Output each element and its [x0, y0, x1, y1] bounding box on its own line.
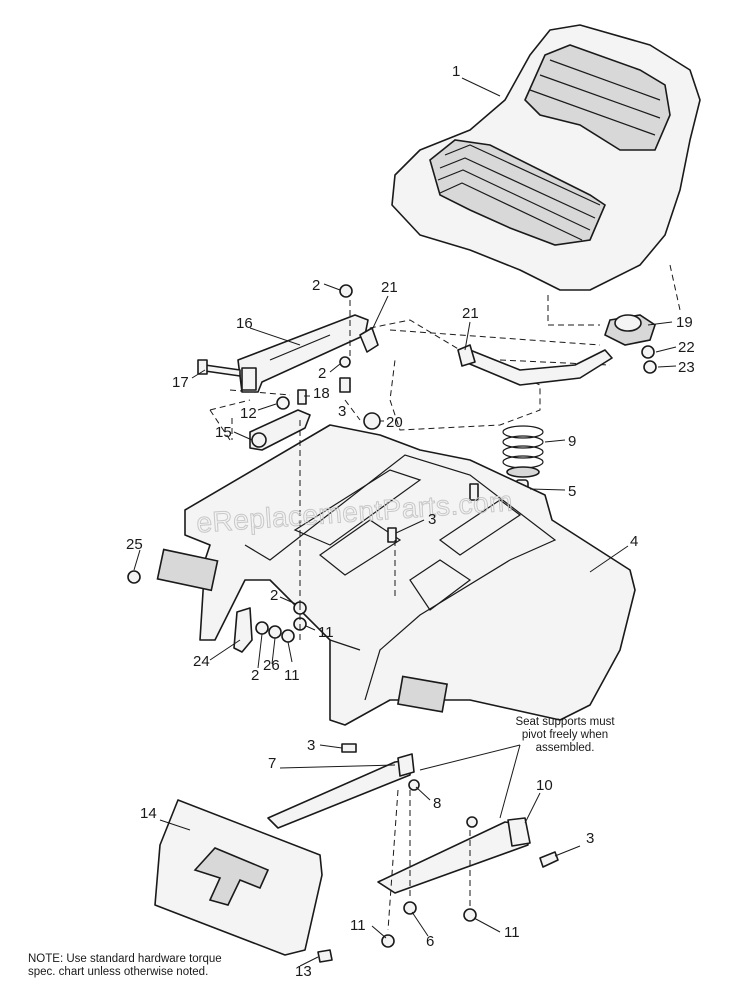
leader-lines: [133, 77, 677, 967]
nut-2-bracket: [255, 621, 269, 635]
washer-22: [641, 345, 655, 359]
callout-11: 11: [350, 917, 366, 934]
nut-11-bottom-right: [463, 908, 477, 922]
bolt-3-support: [539, 851, 559, 868]
nut-12: [276, 396, 290, 410]
callout-22: 22: [678, 339, 695, 356]
seat-support-left: [267, 753, 415, 829]
callout-19: 19: [676, 314, 693, 331]
latch-24: [233, 607, 253, 653]
callout-5: 5: [568, 483, 576, 500]
callout-21: 21: [462, 305, 479, 322]
washer-26: [268, 625, 282, 639]
callout-11: 11: [318, 624, 334, 641]
callout-26: 26: [263, 657, 280, 674]
seat-mount-line: [547, 264, 681, 326]
callout-2: 2: [251, 667, 259, 684]
callout-21: 21: [381, 279, 398, 296]
frame-rod: [464, 349, 613, 386]
clip-21-right: [457, 344, 476, 367]
callout-2: 2: [312, 277, 320, 294]
callout-6: 6: [426, 933, 434, 950]
frame-outline: [359, 319, 541, 431]
seat-bracket: [237, 314, 369, 393]
plate: [154, 799, 323, 956]
callout-23: 23: [678, 359, 695, 376]
callout-3: 3: [586, 830, 594, 847]
callout-10: 10: [536, 777, 553, 794]
callout-25: 25: [126, 536, 143, 553]
seat: [391, 24, 701, 291]
callout-11: 11: [504, 924, 520, 941]
callout-7: 7: [268, 755, 276, 772]
callout-8: 8: [433, 795, 441, 812]
fender: [156, 424, 636, 726]
seat-support-right: [377, 817, 531, 894]
callout-11: 11: [284, 667, 300, 684]
callout-2: 2: [318, 365, 326, 382]
bolt-17-head: [197, 359, 208, 375]
bushing-20: [363, 412, 381, 430]
nut-11-bottom-left: [381, 934, 395, 948]
callout-15: 15: [215, 424, 232, 441]
bolt-3-fender: [387, 527, 397, 543]
callout-17: 17: [172, 374, 189, 391]
callout-16: 16: [236, 315, 253, 332]
hardware-note: NOTE: Use standard hardware torque spec.…: [28, 953, 222, 978]
callout-2: 2: [270, 587, 278, 604]
callout-20: 20: [386, 414, 403, 431]
callout-24: 24: [193, 653, 210, 670]
nut-11-bracket: [281, 629, 295, 643]
callout-3: 3: [307, 737, 315, 754]
frame-rear: [209, 329, 611, 441]
bolt-3-left: [341, 743, 357, 753]
callout-3: 3: [428, 511, 436, 528]
seat-support-note: Seat supports must pivot freely when ass…: [515, 716, 615, 754]
callout-1: 1: [452, 63, 460, 80]
callout-3: 3: [338, 403, 346, 420]
nut-8-bottom: [466, 816, 478, 828]
bolt-17: [204, 364, 241, 377]
callouts: 1 2 21 16 21 19 22 23 17 2 12 18 3 20 15…: [126, 63, 695, 980]
bolt-13: [317, 949, 333, 963]
callout-13: 13: [295, 963, 312, 980]
nut-2-top: [339, 284, 353, 298]
callout-14: 14: [140, 805, 157, 822]
stud: [469, 483, 479, 501]
bolt-18: [297, 389, 307, 405]
spring: [502, 425, 544, 478]
bolt-3-upper: [339, 377, 351, 393]
bolt-25: [127, 570, 141, 584]
nut-2-mid: [339, 356, 351, 368]
callout-12: 12: [240, 405, 257, 422]
bumper: [604, 314, 656, 346]
nut-23: [643, 360, 657, 374]
assembly-lines: [209, 300, 471, 931]
callout-9: 9: [568, 433, 576, 450]
nut-6: [403, 901, 417, 915]
callout-18: 18: [313, 385, 330, 402]
callout-4: 4: [630, 533, 638, 550]
clip-21-left: [359, 327, 379, 353]
